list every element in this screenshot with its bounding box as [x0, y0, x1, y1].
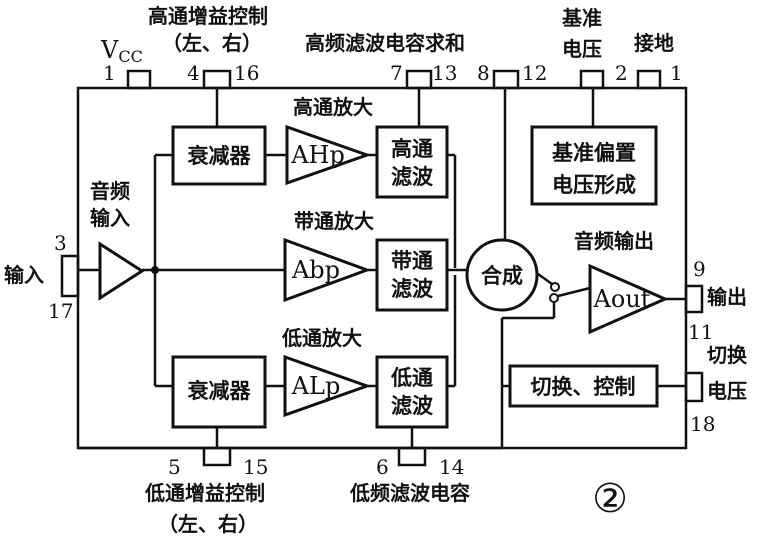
output-amplifier [588, 263, 669, 335]
bp-amplifier [283, 237, 372, 303]
ref-bias-label-2: 电压形成 [552, 173, 636, 197]
hp-amp-label: 高通放大 [293, 95, 373, 119]
bp-amp-label: 带通放大 [294, 209, 374, 233]
lp-filter-label-1: 低通 [390, 366, 433, 390]
pin-6-label: 6 [376, 455, 389, 479]
figure-number: ② [592, 476, 628, 522]
switch-control-label: 切换、控制 [531, 375, 636, 399]
switch-control-block [508, 364, 659, 408]
lp-amplifier [283, 354, 372, 418]
attenuator-bottom-block [171, 355, 267, 429]
pin-12-label: 12 [522, 61, 547, 85]
pin-3-17-tab [60, 254, 80, 298]
output-label: 输出 [707, 285, 747, 309]
bp-filter-label-1: 带通 [391, 249, 433, 273]
lf-cap-label: 低频滤波电容 [349, 481, 470, 505]
lp-filter-label-2: 滤波 [391, 394, 434, 418]
bp-amplifier-label: Abp [291, 256, 340, 284]
audio-input-label-1: 音频 [90, 179, 130, 203]
ref-bias-block [530, 125, 658, 206]
ground-label: 接地 [634, 31, 674, 55]
lp-filter-block [375, 355, 449, 429]
ref-bias-label-1: 基准偏置 [552, 141, 636, 165]
pin-2-label: 2 [615, 61, 628, 85]
pin-3-label: 3 [54, 231, 67, 255]
input-label: 输入 [4, 263, 44, 287]
pin-5-15-tab [202, 446, 232, 467]
pin-15-label: 15 [243, 455, 268, 479]
pin-8-label: 8 [477, 61, 490, 85]
pin-14-label: 14 [439, 455, 464, 479]
pin-7-13-tab [405, 69, 433, 90]
ref-voltage-label-1: 基准 [562, 6, 602, 30]
mixer-circle [465, 238, 539, 312]
pin-1-tab [126, 69, 152, 90]
pin-5-label: 5 [168, 455, 181, 479]
pin-9-label: 9 [693, 257, 706, 281]
switch-voltage-label-2: 电压 [707, 379, 747, 403]
pin-7-label: 7 [390, 61, 403, 85]
mixer-label: 合成 [481, 264, 523, 288]
switch-voltage-label-1: 切换 [707, 343, 748, 367]
hp-gain-label-1: 高通增益控制 [148, 4, 268, 28]
bp-filter-label-2: 滤波 [391, 277, 434, 301]
pin-2-tab [579, 69, 605, 90]
attenuator-top-label: 衰减器 [188, 144, 252, 168]
vcc-label: VCC [100, 36, 143, 66]
hp-filter-block [375, 125, 449, 199]
pin-18-tab [684, 371, 704, 403]
pin-1b-tab [636, 69, 662, 90]
input-buffer-amplifier [98, 241, 145, 301]
pin-11-label: 11 [688, 320, 713, 344]
pin-4-label: 4 [187, 61, 200, 85]
pin-1b-label: 1 [670, 61, 683, 85]
lp-gain-label-2: （左、右） [158, 512, 258, 536]
lp-amp-label: 低通放大 [281, 326, 362, 350]
pin-6-14-tab [397, 446, 427, 467]
pin-16-label: 16 [234, 61, 259, 85]
lp-amplifier-label: ALp [291, 372, 341, 400]
hp-gain-label-2: （左、右） [162, 31, 262, 55]
pin-17-label: 17 [48, 299, 73, 323]
attenuator-bottom-label: 衰减器 [188, 379, 252, 403]
attenuator-top-block [171, 125, 267, 186]
pin-18-label: 18 [690, 412, 715, 436]
pin-1-label: 1 [103, 61, 116, 85]
hp-amplifier [285, 124, 372, 186]
hp-filter-label-1: 高通 [391, 137, 433, 161]
pin-8-12-tab [492, 69, 520, 90]
pin-4-16-tab [202, 69, 232, 90]
pin-9-11-tab [684, 284, 704, 314]
hp-filter-label-2: 滤波 [391, 165, 434, 189]
bp-filter-block [375, 238, 449, 312]
hp-amplifier-label: AHp [290, 141, 345, 169]
hf-cap-sum-label: 高频滤波电容求和 [305, 31, 465, 55]
lp-gain-label-1: 低通增益控制 [144, 481, 265, 505]
output-amplifier-label: Aout [593, 285, 651, 313]
audio-input-label-2: 输入 [90, 206, 130, 230]
pin-13-label: 13 [432, 61, 457, 85]
ref-voltage-label-2: 电压 [562, 37, 602, 61]
audio-output-label: 音频输出 [574, 229, 654, 253]
